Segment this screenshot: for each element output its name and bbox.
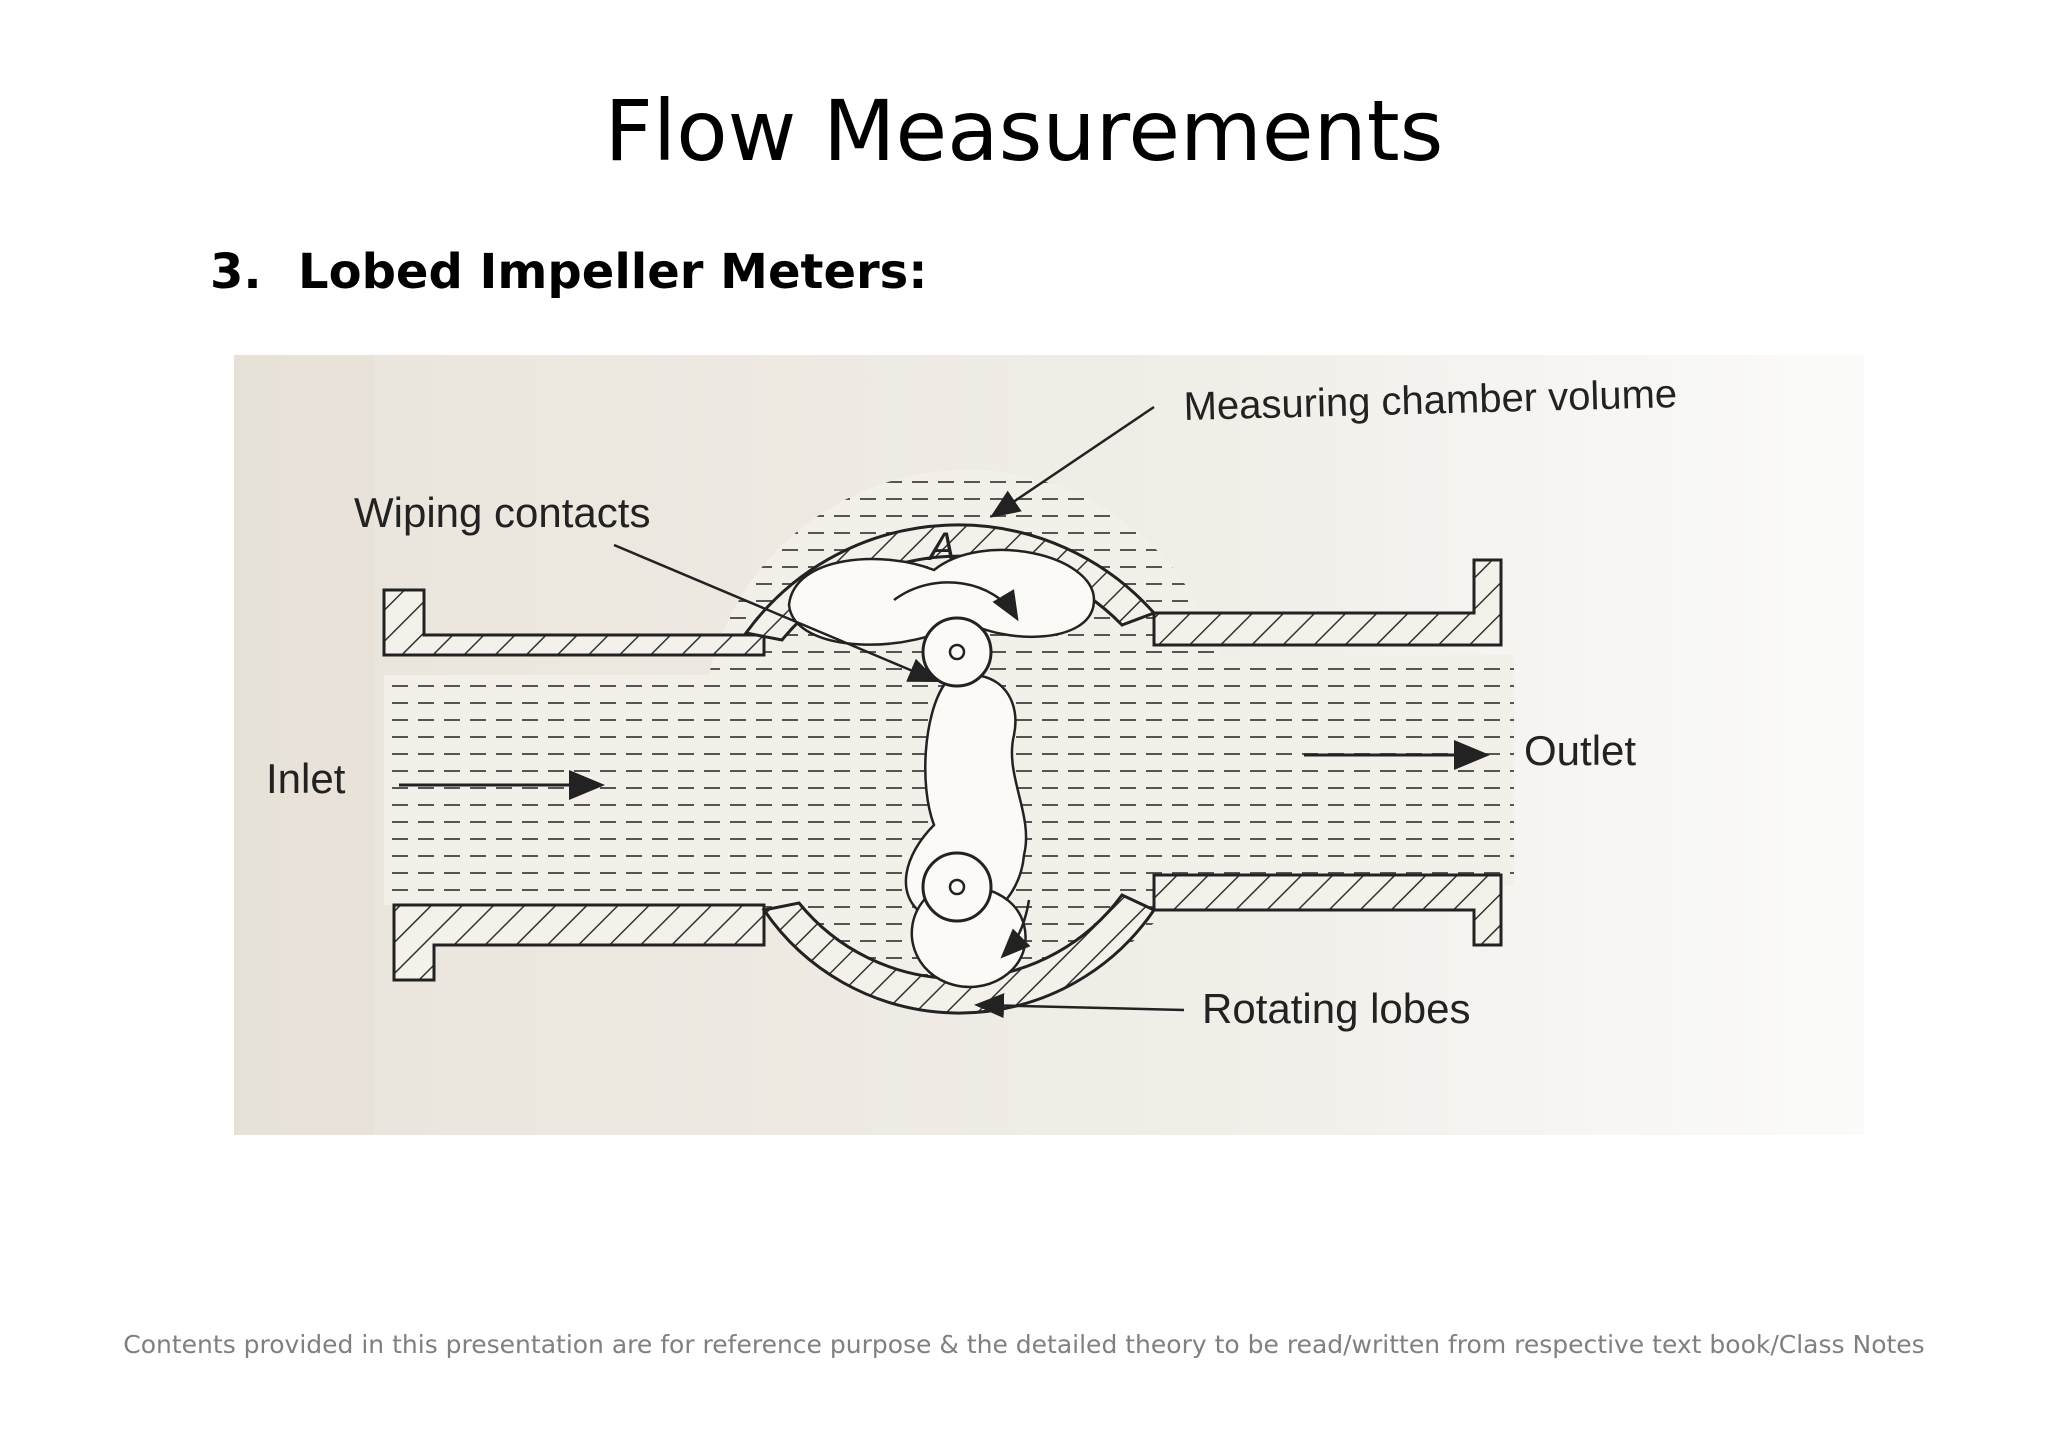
rotating-lobes-leader	[974, 993, 1185, 1019]
section-title: Lobed Impeller Meters:	[298, 244, 928, 300]
measuring-chamber-leader	[989, 405, 1155, 518]
wiping-contacts-leader	[613, 543, 939, 682]
section-number: 3.	[210, 244, 262, 300]
wiping-contacts-label: Wiping contacts	[354, 489, 650, 536]
outlet-label: Outlet	[1524, 727, 1636, 774]
meter-diagram-svg: Measuring chamber volume Wiping contacts…	[234, 355, 1864, 1135]
lower-rotation-arrow	[1000, 899, 1031, 959]
chamber-lower-casing	[761, 893, 1157, 1015]
outlet-upper-wall	[1152, 558, 1503, 647]
rotating-lobes-label: Rotating lobes	[1202, 985, 1471, 1032]
chamber-a-marker: A	[927, 525, 956, 569]
section-heading: 3. Lobed Impeller Meters:	[210, 244, 927, 300]
lobed-impeller-meter-figure: Measuring chamber volume Wiping contacts…	[234, 355, 1864, 1135]
inlet-label: Inlet	[266, 755, 346, 802]
footer-disclaimer: Contents provided in this presentation a…	[123, 1330, 1925, 1359]
lower-rotor-shaft	[921, 851, 993, 923]
slide-title: Flow Measurements	[604, 82, 1444, 180]
upper-rotation-arrow	[893, 581, 1019, 622]
upper-rotor-shaft	[921, 616, 993, 688]
inlet-lower-wall	[392, 903, 766, 982]
